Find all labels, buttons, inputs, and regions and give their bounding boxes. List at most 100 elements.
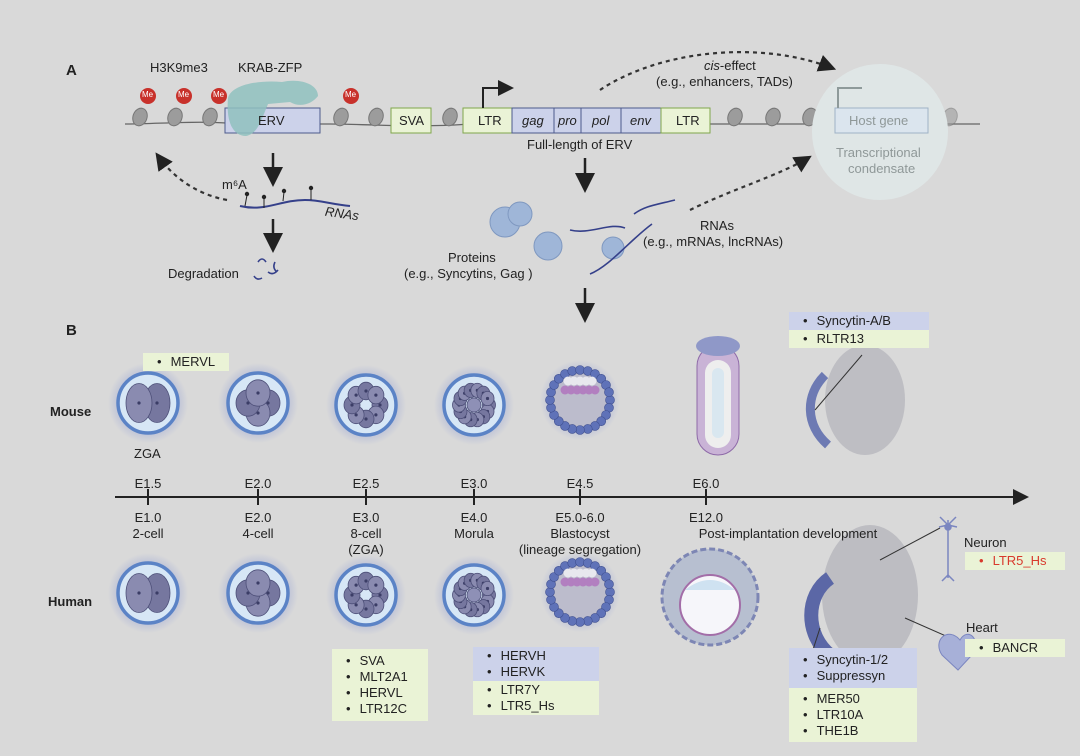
mouse-tick-label: E1.5 — [134, 476, 162, 491]
ere-item: LTR10A — [803, 707, 909, 723]
cis-effect-arrow — [599, 51, 837, 91]
cis-italic: cis — [704, 58, 720, 73]
human-morula-box: HERVHHERVK LTR7YLTR5_Hs — [473, 647, 599, 715]
me-badge — [211, 88, 227, 104]
gag-label: gag — [522, 113, 544, 128]
cleavage-embryo — [218, 553, 298, 633]
ere-item: SVA — [346, 653, 420, 669]
nucleosome — [167, 107, 183, 127]
mouse-row-label: Mouse — [50, 404, 92, 419]
blastocyst — [540, 360, 620, 440]
ere-item: HERVL — [346, 685, 420, 701]
box-blue-segment: HERVHHERVK — [473, 647, 599, 681]
feedback-arrow — [155, 152, 228, 202]
tick-stage: Blastocyst — [550, 526, 610, 541]
m6a-label: m⁶A — [222, 177, 247, 192]
cleavage-embryo — [218, 363, 298, 443]
box-green-segment: MER50LTR10ATHE1B — [789, 688, 917, 742]
ere-item: MER50 — [803, 691, 909, 707]
tick-day: E3.0 — [352, 510, 380, 525]
tick-stage: Post-implantation development — [698, 526, 878, 541]
tick-day: E2.0 — [244, 510, 272, 525]
me-label: Me — [213, 90, 225, 99]
cleavage-embryo — [108, 363, 188, 443]
blastocyst — [540, 552, 620, 632]
nucleosome — [333, 107, 349, 127]
tick-day: E5.0-6.0 — [555, 510, 605, 525]
nucleosome — [442, 107, 458, 127]
timeline-ticks — [147, 489, 707, 505]
erv-label: ERV — [258, 113, 285, 128]
rna-to-condensate-arrow — [689, 155, 812, 211]
degradation-label: Degradation — [168, 266, 239, 281]
box-green-segment: MERVL — [143, 353, 229, 371]
tick-stage: 4-cell — [242, 526, 274, 541]
tick-day: E4.0 — [460, 510, 488, 525]
ere-item: THE1B — [803, 723, 909, 739]
nucleosome — [727, 107, 743, 127]
ere-item: Suppressyn — [803, 668, 909, 684]
nucleosomes — [132, 107, 958, 127]
mouse-egg-cylinder — [696, 336, 740, 456]
ere-item: Syncytin-1/2 — [803, 652, 909, 668]
proteins-label: Proteins — [448, 250, 496, 265]
human-row-label: Human — [48, 594, 93, 609]
condensate-label-1: Transcriptional — [836, 145, 921, 160]
human-placenta-box: Syncytin-1/2Suppressyn MER50LTR10ATHE1B — [789, 648, 917, 742]
protein-blobs — [489, 201, 625, 261]
tick-stage: (lineage segregation) — [518, 542, 642, 557]
ere-item: RLTR13 — [803, 331, 921, 347]
ere-item: HERVH — [487, 648, 591, 664]
ere-item: LTR12C — [346, 701, 420, 717]
cleavage-embryo — [326, 365, 406, 445]
heart-box: BANCR — [965, 639, 1065, 657]
mouse-zga-box: MERVL — [143, 353, 229, 371]
mouse-tick-label: E6.0 — [692, 476, 720, 491]
mouse-fetus-with-placenta — [805, 345, 905, 455]
condensate-label-2: condensate — [848, 161, 916, 176]
embryos — [108, 360, 620, 635]
ere-item: BANCR — [979, 640, 1057, 656]
h3k9me3-label: H3K9me3 — [150, 60, 208, 75]
ere-item: MLT2A1 — [346, 669, 420, 685]
nucleosome — [765, 107, 781, 127]
sva-box — [390, 107, 432, 134]
methylation-marks — [140, 88, 359, 104]
proteins-examples-label: (e.g., Syncytins, Gag ) — [404, 266, 533, 281]
pol-label: pol — [592, 113, 610, 128]
tss-arrow — [482, 80, 514, 108]
cis-effect-label: cis-effect — [704, 58, 756, 73]
nucleosome — [368, 107, 384, 127]
neuron-label: Neuron — [964, 535, 1007, 550]
rnas-examples-label: (e.g., mRNAs, lncRNAs) — [643, 234, 784, 249]
mouse-zga-label: ZGA — [134, 446, 161, 461]
box-green-segment: LTR7YLTR5_Hs — [473, 681, 599, 715]
krab-zfp-protein — [227, 80, 318, 136]
box-green-segment: RLTR13 — [789, 330, 929, 348]
host-gene-label: Host gene — [849, 113, 909, 128]
neuron-icon — [938, 516, 958, 582]
tick-day: E1.0 — [134, 510, 162, 525]
me-label: Me — [142, 90, 154, 99]
human-fetus-with-placenta — [799, 525, 956, 691]
ere-item: MERVL — [157, 354, 221, 370]
panel-a-label: A — [66, 62, 77, 79]
chromatin-strand — [124, 121, 980, 127]
degradation-fragments — [253, 258, 279, 280]
box-green-segment: LTR5_Hs — [965, 552, 1065, 570]
panel-b-label: B — [66, 322, 77, 339]
cis-rest: -effect — [719, 58, 756, 73]
rna-strands — [569, 199, 676, 275]
pro-label: pro — [558, 113, 577, 128]
tick-stage: (ZGA) — [348, 542, 384, 557]
box-blue-segment: Syncytin-A/B — [789, 312, 929, 330]
tick-stage: 2-cell — [132, 526, 164, 541]
env-label: env — [630, 113, 651, 128]
mouse-tick-label: E2.0 — [244, 476, 272, 491]
me-label: Me — [178, 90, 190, 99]
